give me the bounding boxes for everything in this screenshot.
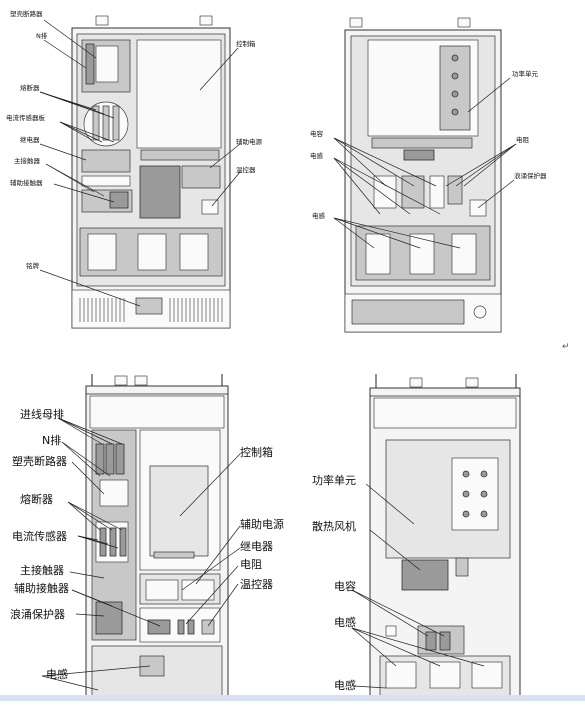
label-tl-7: 铭牌 <box>26 261 40 270</box>
leaders-top-right <box>333 77 517 249</box>
cabinet-top-left <box>71 15 231 329</box>
label-tl-10: 温控器 <box>236 165 256 174</box>
label-bl-1: N排 <box>42 433 61 447</box>
label-bl-6: 辅助接触器 <box>14 581 69 595</box>
cabinet-bottom-right <box>369 374 521 699</box>
label-tr-0: 功率单元 <box>512 69 539 78</box>
labels-bottom-left: 进线母排 N排 塑壳断路器 熔断器 电流传感器 主接触器 辅助接触器 浪涌保护器… <box>10 407 284 681</box>
labels-top-left: 塑壳断路器 N排 熔断器 电流传感器板 继电器 主接触器 辅助接触器 铭牌 控制… <box>6 9 263 270</box>
label-tl-0: 塑壳断路器 <box>10 9 43 18</box>
label-tr-4: 浪涌保护器 <box>514 171 547 180</box>
label-br-4: 电感 <box>334 679 356 692</box>
leaders-bottom-right <box>351 483 485 689</box>
label-tl-8: 控制箱 <box>236 39 256 48</box>
label-tl-3: 电流传感器板 <box>6 113 46 122</box>
label-bl-12: 电阻 <box>240 558 262 571</box>
label-bl-4: 电流传感器 <box>12 529 67 543</box>
label-tl-4: 继电器 <box>20 135 40 144</box>
bottom-strip <box>0 695 585 701</box>
label-tl-6: 辅助接触器 <box>10 178 43 187</box>
leaders-top-left <box>39 19 241 307</box>
label-bl-11: 继电器 <box>240 540 273 553</box>
leaders-bottom-left <box>41 417 241 691</box>
label-br-3: 电感 <box>334 616 356 629</box>
label-bl-13: 温控器 <box>240 577 273 591</box>
label-bl-0: 进线母排 <box>20 407 64 421</box>
label-tl-5: 主接触器 <box>14 156 41 165</box>
label-br-0: 功率单元 <box>312 473 356 487</box>
label-tl-1: N排 <box>36 31 48 40</box>
label-bl-10: 辅助电源 <box>240 517 284 531</box>
label-bl-7: 浪涌保护器 <box>10 607 65 621</box>
label-tl-9: 辅助电源 <box>236 137 263 146</box>
return-mark: ↵ <box>562 342 570 352</box>
label-bl-5: 主接触器 <box>20 563 64 577</box>
label-tl-2: 熔断器 <box>20 83 40 92</box>
label-br-2: 电容 <box>334 579 356 593</box>
labels-bottom-right: 功率单元 散热风机 电容 电感 电感 <box>312 473 356 692</box>
label-tr-2: 电感 <box>310 151 324 160</box>
label-bl-9: 控制箱 <box>240 445 273 459</box>
label-bl-2: 塑壳断路器 <box>12 454 67 468</box>
label-br-1: 散热风机 <box>312 519 356 533</box>
cabinet-bottom-left <box>85 374 229 699</box>
label-bl-3: 熔断器 <box>20 492 53 506</box>
label-tr-1: 电容 <box>310 129 324 138</box>
label-tr-5: 电感 <box>312 211 326 220</box>
label-bl-8: 电感 <box>46 668 68 681</box>
labels-top-right: 功率单元 电容 电感 电阻 浪涌保护器 电感 <box>310 69 547 220</box>
label-tr-3: 电阻 <box>516 135 530 144</box>
